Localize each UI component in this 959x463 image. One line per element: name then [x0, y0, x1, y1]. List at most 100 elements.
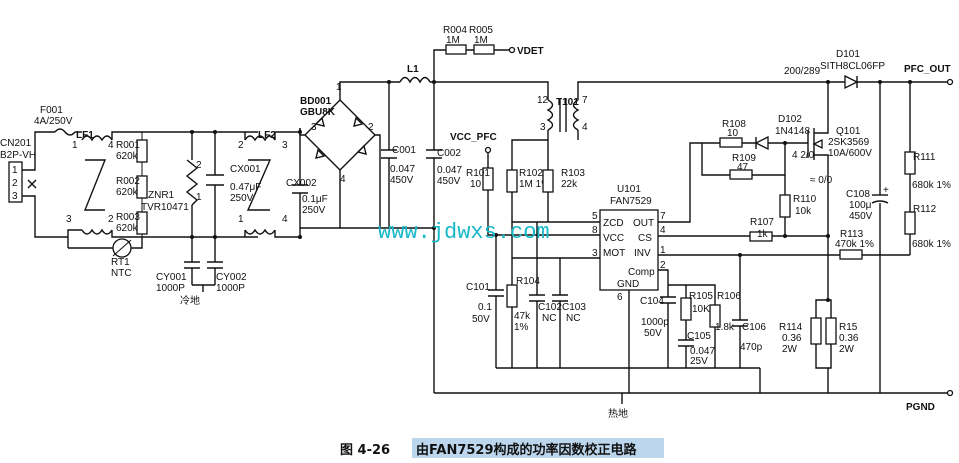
lf1-ref: LF1 [76, 130, 94, 141]
pgnd-label: PGND [906, 402, 935, 413]
cn201-pin-2: 2 [12, 178, 18, 189]
node [783, 141, 787, 145]
c105-volt: 25V [690, 356, 708, 367]
lf2-pin-2: 2 [238, 140, 244, 151]
r001-ref: R001 [116, 140, 140, 151]
resistor-r110: R110 10k [779, 194, 817, 218]
r003-value: 620k [116, 223, 139, 234]
t101-secondary [572, 99, 580, 131]
r002-value: 620k [116, 187, 139, 198]
c108-value: 100μ [849, 200, 872, 211]
cy001-value: 1000P [156, 283, 185, 294]
r101-value: 10 [470, 179, 482, 190]
cy001-plates [184, 261, 200, 269]
r107-ref: R107 [750, 217, 774, 228]
znr1-pin-2: 2 [196, 160, 202, 171]
c106-plates [732, 319, 748, 327]
resistor-r101: R101 10 [466, 167, 494, 191]
r005-value: 1M [474, 35, 488, 46]
capacitor-c103: C103 NC [552, 258, 586, 368]
c108-ref: C108 [846, 189, 870, 200]
resistor-r003: R003 620k [116, 211, 148, 235]
wire-n-lf1 [67, 229, 82, 237]
c106-ref: C106 [742, 322, 766, 333]
r104-value: 47k [514, 311, 531, 322]
wire-vdet [433, 49, 510, 82]
l1-ref: L1 [407, 64, 419, 75]
figure-number: 图 4-26 [340, 443, 390, 458]
node [826, 80, 830, 84]
t101-pin-7: 7 [582, 95, 588, 106]
bd001-pin-3: 3 [311, 122, 317, 133]
znr1-symbol [185, 159, 199, 206]
r114-value: 0.36 [782, 333, 802, 344]
node [878, 80, 882, 84]
capacitor-cy002: CY002 1000P [207, 237, 247, 294]
r111-ref: R111 [913, 152, 936, 163]
lf2-bottom-winding [244, 228, 276, 235]
c102-plates [529, 294, 545, 302]
cn201-pin-1: 1 [12, 165, 18, 176]
c001-plates [381, 149, 397, 159]
bridge-bd001: BD001 GBU8K 1 2 3 4 [300, 82, 376, 185]
r15-ref: R15 [839, 322, 858, 333]
r106-ref: R106 [717, 291, 741, 302]
r002-ref: R002 [116, 176, 140, 187]
resistor-r112: R112 680k 1% [904, 204, 951, 250]
r114-ref: R114 [779, 322, 803, 333]
t101-pin-12: 12 [537, 95, 549, 106]
c105-plates [678, 339, 694, 347]
d101-part: SITH8CL06FP [820, 61, 885, 72]
node [432, 226, 436, 230]
rt1-slash [112, 239, 132, 257]
r110-body [779, 194, 791, 218]
diode-d102: D102 1N4148 [754, 114, 810, 151]
wire-comp-net [668, 284, 710, 298]
pfc-out-label: PFC_OUT [904, 64, 951, 75]
c101-ref: C101 [466, 282, 490, 293]
capacitor-c101: C101 0.1 50V [466, 235, 504, 368]
capacitor-c106: C106 470p [732, 255, 766, 368]
znr1-ref: ZNR1 [148, 190, 175, 201]
fuse-f001: F001 4A/250V [34, 105, 76, 136]
pin-zcd-name: ZCD [603, 218, 624, 229]
rail-live [111, 131, 258, 140]
pin-gnd-num: 6 [617, 292, 623, 303]
wire-vcc [487, 153, 596, 236]
u101-part: FAN7529 [610, 196, 652, 207]
c108-plate-neg [871, 200, 889, 204]
wire-zcd [511, 192, 596, 223]
wire-bridge-ac1 [299, 128, 305, 136]
mosfet-q101: Q101 2SK3569 10A/600V 4 2/0 ≈ 0/0 [792, 82, 872, 236]
varistor-znr1: 2 1 ZNR1 TVR10471 [141, 132, 202, 237]
t101-pin-4: 4 [582, 122, 588, 133]
node [190, 130, 194, 134]
d102-part: 1N4148 [775, 126, 810, 137]
c104-ref: C104 [640, 296, 664, 307]
lf1-top-winding [81, 135, 113, 142]
c001-ref: C001 [392, 145, 416, 156]
d102-ref: D102 [778, 114, 802, 125]
fuse-symbol [54, 128, 76, 136]
r113-ref: R113 [840, 229, 864, 240]
lf1-pin-2: 2 [108, 214, 114, 225]
f001-ref: F001 [40, 105, 63, 116]
r103-ref: R103 [561, 168, 585, 179]
r108-body [719, 137, 743, 148]
r005-ref: R005 [469, 25, 493, 36]
node [783, 234, 787, 238]
ic-u101: U101 FAN7529 ZCD VCC MOT 5 8 3 OUT CS IN… [592, 184, 666, 303]
node [298, 235, 302, 239]
transformer-t101: T101 12 7 3 4 [537, 95, 588, 133]
node [213, 130, 217, 134]
lf1-core [83, 159, 107, 211]
vcc-pfc-label: VCC_PFC [450, 132, 497, 143]
node [826, 298, 830, 302]
r15-power: 2W [839, 344, 855, 355]
t101-primary [546, 99, 554, 131]
r114-power: 2W [782, 344, 798, 355]
connector-cn201: 1 2 3 CN201 B2P-VH [0, 138, 36, 203]
resistor-r004: R004 1M [443, 25, 467, 55]
wire-bridge-plus [339, 81, 400, 100]
wire-rt1-loop [68, 237, 143, 249]
